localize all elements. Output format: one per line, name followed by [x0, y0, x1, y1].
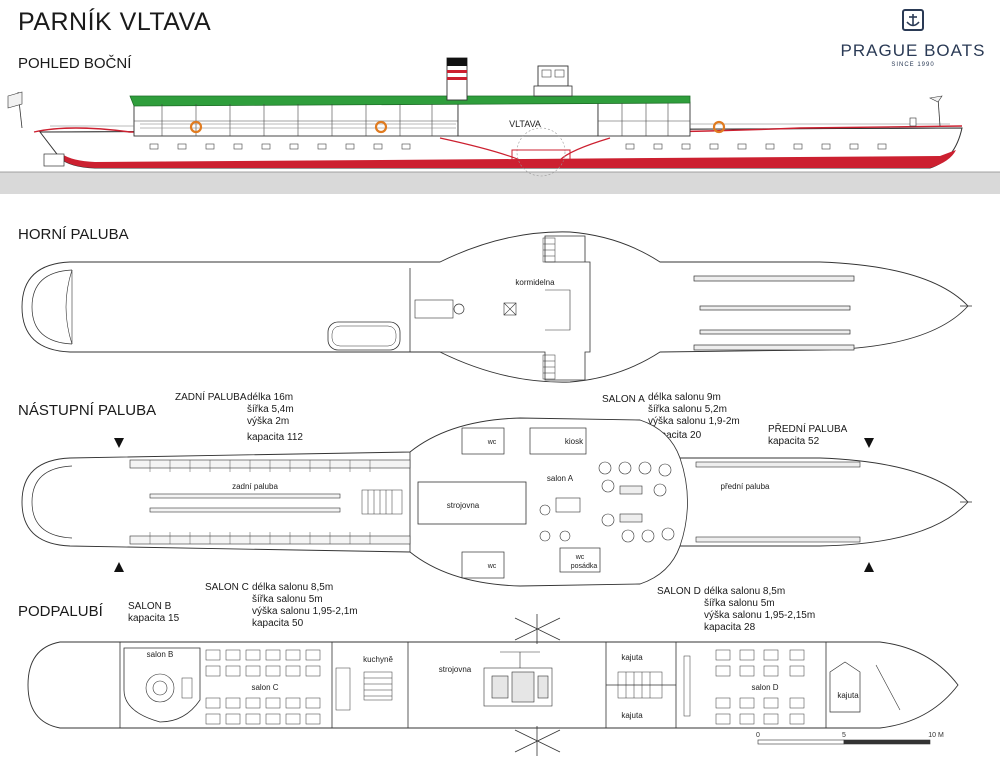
- green-roof: [129, 95, 691, 107]
- stern-flag: [7, 91, 23, 109]
- salon-c-tables: [205, 649, 321, 725]
- entrance-arrow-icon: [114, 562, 124, 572]
- label-kajuta-2: kajuta: [621, 711, 643, 720]
- label-salon-a: salon A: [547, 474, 574, 483]
- label-posadka: posádka: [571, 563, 598, 570]
- label-strojovna-lower: strojovna: [439, 665, 472, 674]
- label-salon-c: salon C: [251, 683, 278, 692]
- brand-name: PRAGUE BOATS: [840, 41, 986, 60]
- engine-icon: [483, 651, 553, 707]
- entrance-arrow-icon: [114, 438, 124, 448]
- label-predni-paluba: přední paluba: [721, 482, 770, 491]
- info-salon-d: SALON D délka salonu 8,5m šířka salonu 5…: [657, 586, 816, 633]
- info-salon-b: SALON B kapacita 15: [128, 601, 180, 624]
- label-wc-bottom: wc: [487, 563, 497, 570]
- label-kajuta-1: kajuta: [621, 653, 643, 662]
- anchor-shield-icon: [902, 9, 924, 31]
- scale-tick-0: 0: [756, 732, 760, 739]
- label-zadni-paluba: zadní paluba: [232, 482, 278, 491]
- brand-since: SINCE 1990: [891, 62, 935, 68]
- label-kiosk: kiosk: [565, 437, 584, 446]
- side-view: VLTAVA: [0, 57, 1000, 194]
- portholes: [149, 143, 887, 150]
- info-zadni-paluba: ZADNÍ PALUBA délka 16m šířka 5,4m výška …: [175, 392, 303, 443]
- upper-deck-plan: kormidelna: [21, 231, 972, 383]
- scale-bar: 0 5 10 M: [756, 732, 944, 745]
- label-salon-b: salon B: [147, 650, 174, 659]
- entrance-arrow-icon: [864, 562, 874, 572]
- below-deck-plan: salon B salon C kuchyně strojovna: [27, 614, 959, 756]
- label-salon-d: salon D: [751, 683, 778, 692]
- side-view-title: POHLED BOČNÍ: [18, 55, 132, 72]
- label-wc-posadka: wc: [575, 554, 585, 561]
- upper-deck-title: HORNÍ PALUBA: [18, 226, 129, 243]
- boarding-deck-title: NÁSTUPNÍ PALUBA: [18, 402, 157, 419]
- scale-tick-5: 5: [842, 732, 846, 739]
- info-predni-paluba: PŘEDNÍ PALUBA kapacita 52: [768, 424, 848, 447]
- salon-d-tables: [683, 649, 805, 725]
- info-salon-a: SALON A délka salonu 9m šířka salonu 5,2…: [602, 392, 740, 441]
- label-strojovna-upper: strojovna: [447, 501, 480, 510]
- below-deck-title: PODPALUBÍ: [18, 603, 103, 620]
- label-kajuta-bow: kajuta: [837, 691, 859, 700]
- salon-a-tables: [539, 461, 675, 543]
- label-kuchyne: kuchyně: [363, 655, 393, 664]
- ship-name: VLTAVA: [509, 119, 541, 129]
- label-kormidelna: kormidelna: [515, 278, 555, 287]
- entrance-arrow-icon: [864, 438, 874, 448]
- brand-logo: PRAGUE BOATS SINCE 1990: [838, 8, 988, 68]
- bow-flag: [929, 95, 943, 103]
- water-band: [0, 172, 1000, 194]
- hull-stripe: [60, 150, 956, 168]
- scale-tick-10: 10 M: [928, 732, 944, 739]
- label-wc-top: wc: [487, 439, 497, 446]
- boarding-deck-plan: strojovna salon A zadní paluba přední pa…: [21, 417, 972, 587]
- page-title: PARNÍK VLTAVA: [18, 8, 212, 36]
- info-salon-c: SALON C délka salonu 8,5m šířka salonu 5…: [205, 582, 358, 629]
